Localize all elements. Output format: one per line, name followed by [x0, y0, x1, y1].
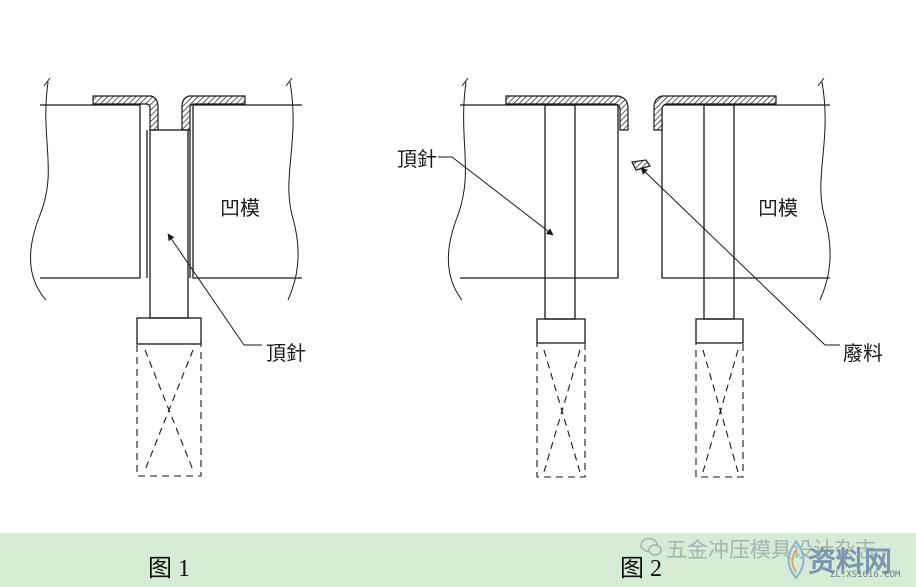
ejector-pin-right-fig2 — [703, 104, 735, 320]
strip-right — [181, 95, 246, 131]
leader-arrow-scrap — [640, 167, 826, 346]
break-line-left — [30, 81, 49, 301]
spring-right-fig2 — [695, 342, 744, 478]
die-right-half — [192, 104, 302, 279]
break-line-right — [287, 81, 299, 301]
ejector-pin-left-fig2 — [544, 104, 576, 320]
figure-2: 頂針 廢料 凹模 — [397, 77, 883, 478]
spring-fig1 — [136, 343, 202, 477]
leader-arrow-fig1 — [167, 233, 245, 346]
caption-figure-2: 图 2 — [620, 556, 662, 582]
strip-left-fig2 — [505, 95, 629, 131]
site-logo-icon — [787, 540, 805, 580]
figure-1: 頂針 凹模 — [30, 77, 306, 477]
leader-arrow-pin-fig2 — [451, 156, 554, 236]
ejector-pin-head-fig1 — [136, 317, 202, 345]
label-scrap: 廢料 — [843, 341, 883, 365]
caption-bar — [0, 533, 916, 587]
label-ejector-pin-fig1: 頂針 — [266, 341, 306, 365]
label-die-fig2: 凹模 — [758, 196, 798, 220]
spring-left-fig2 — [536, 342, 586, 478]
die-right-half-fig2 — [661, 104, 830, 279]
wechat-icon — [640, 537, 662, 556]
ejector-pin-fig1 — [149, 129, 189, 319]
label-die-fig1: 凹模 — [220, 196, 260, 220]
caption-figure-1: 图 1 — [148, 556, 190, 582]
label-ejector-pin-fig2: 頂針 — [397, 147, 437, 171]
scrap-piece — [631, 159, 651, 171]
strip-left — [92, 95, 159, 131]
die-left-half-fig2 — [460, 104, 619, 279]
strip-right-fig2 — [653, 95, 777, 131]
die-left-half — [40, 104, 141, 279]
watermark-url: ZL.XS1616.COM — [830, 570, 901, 580]
watermark-brand: 五金冲压模具设计杂志 — [666, 538, 876, 562]
watermark-site: 资料网 — [808, 545, 893, 578]
